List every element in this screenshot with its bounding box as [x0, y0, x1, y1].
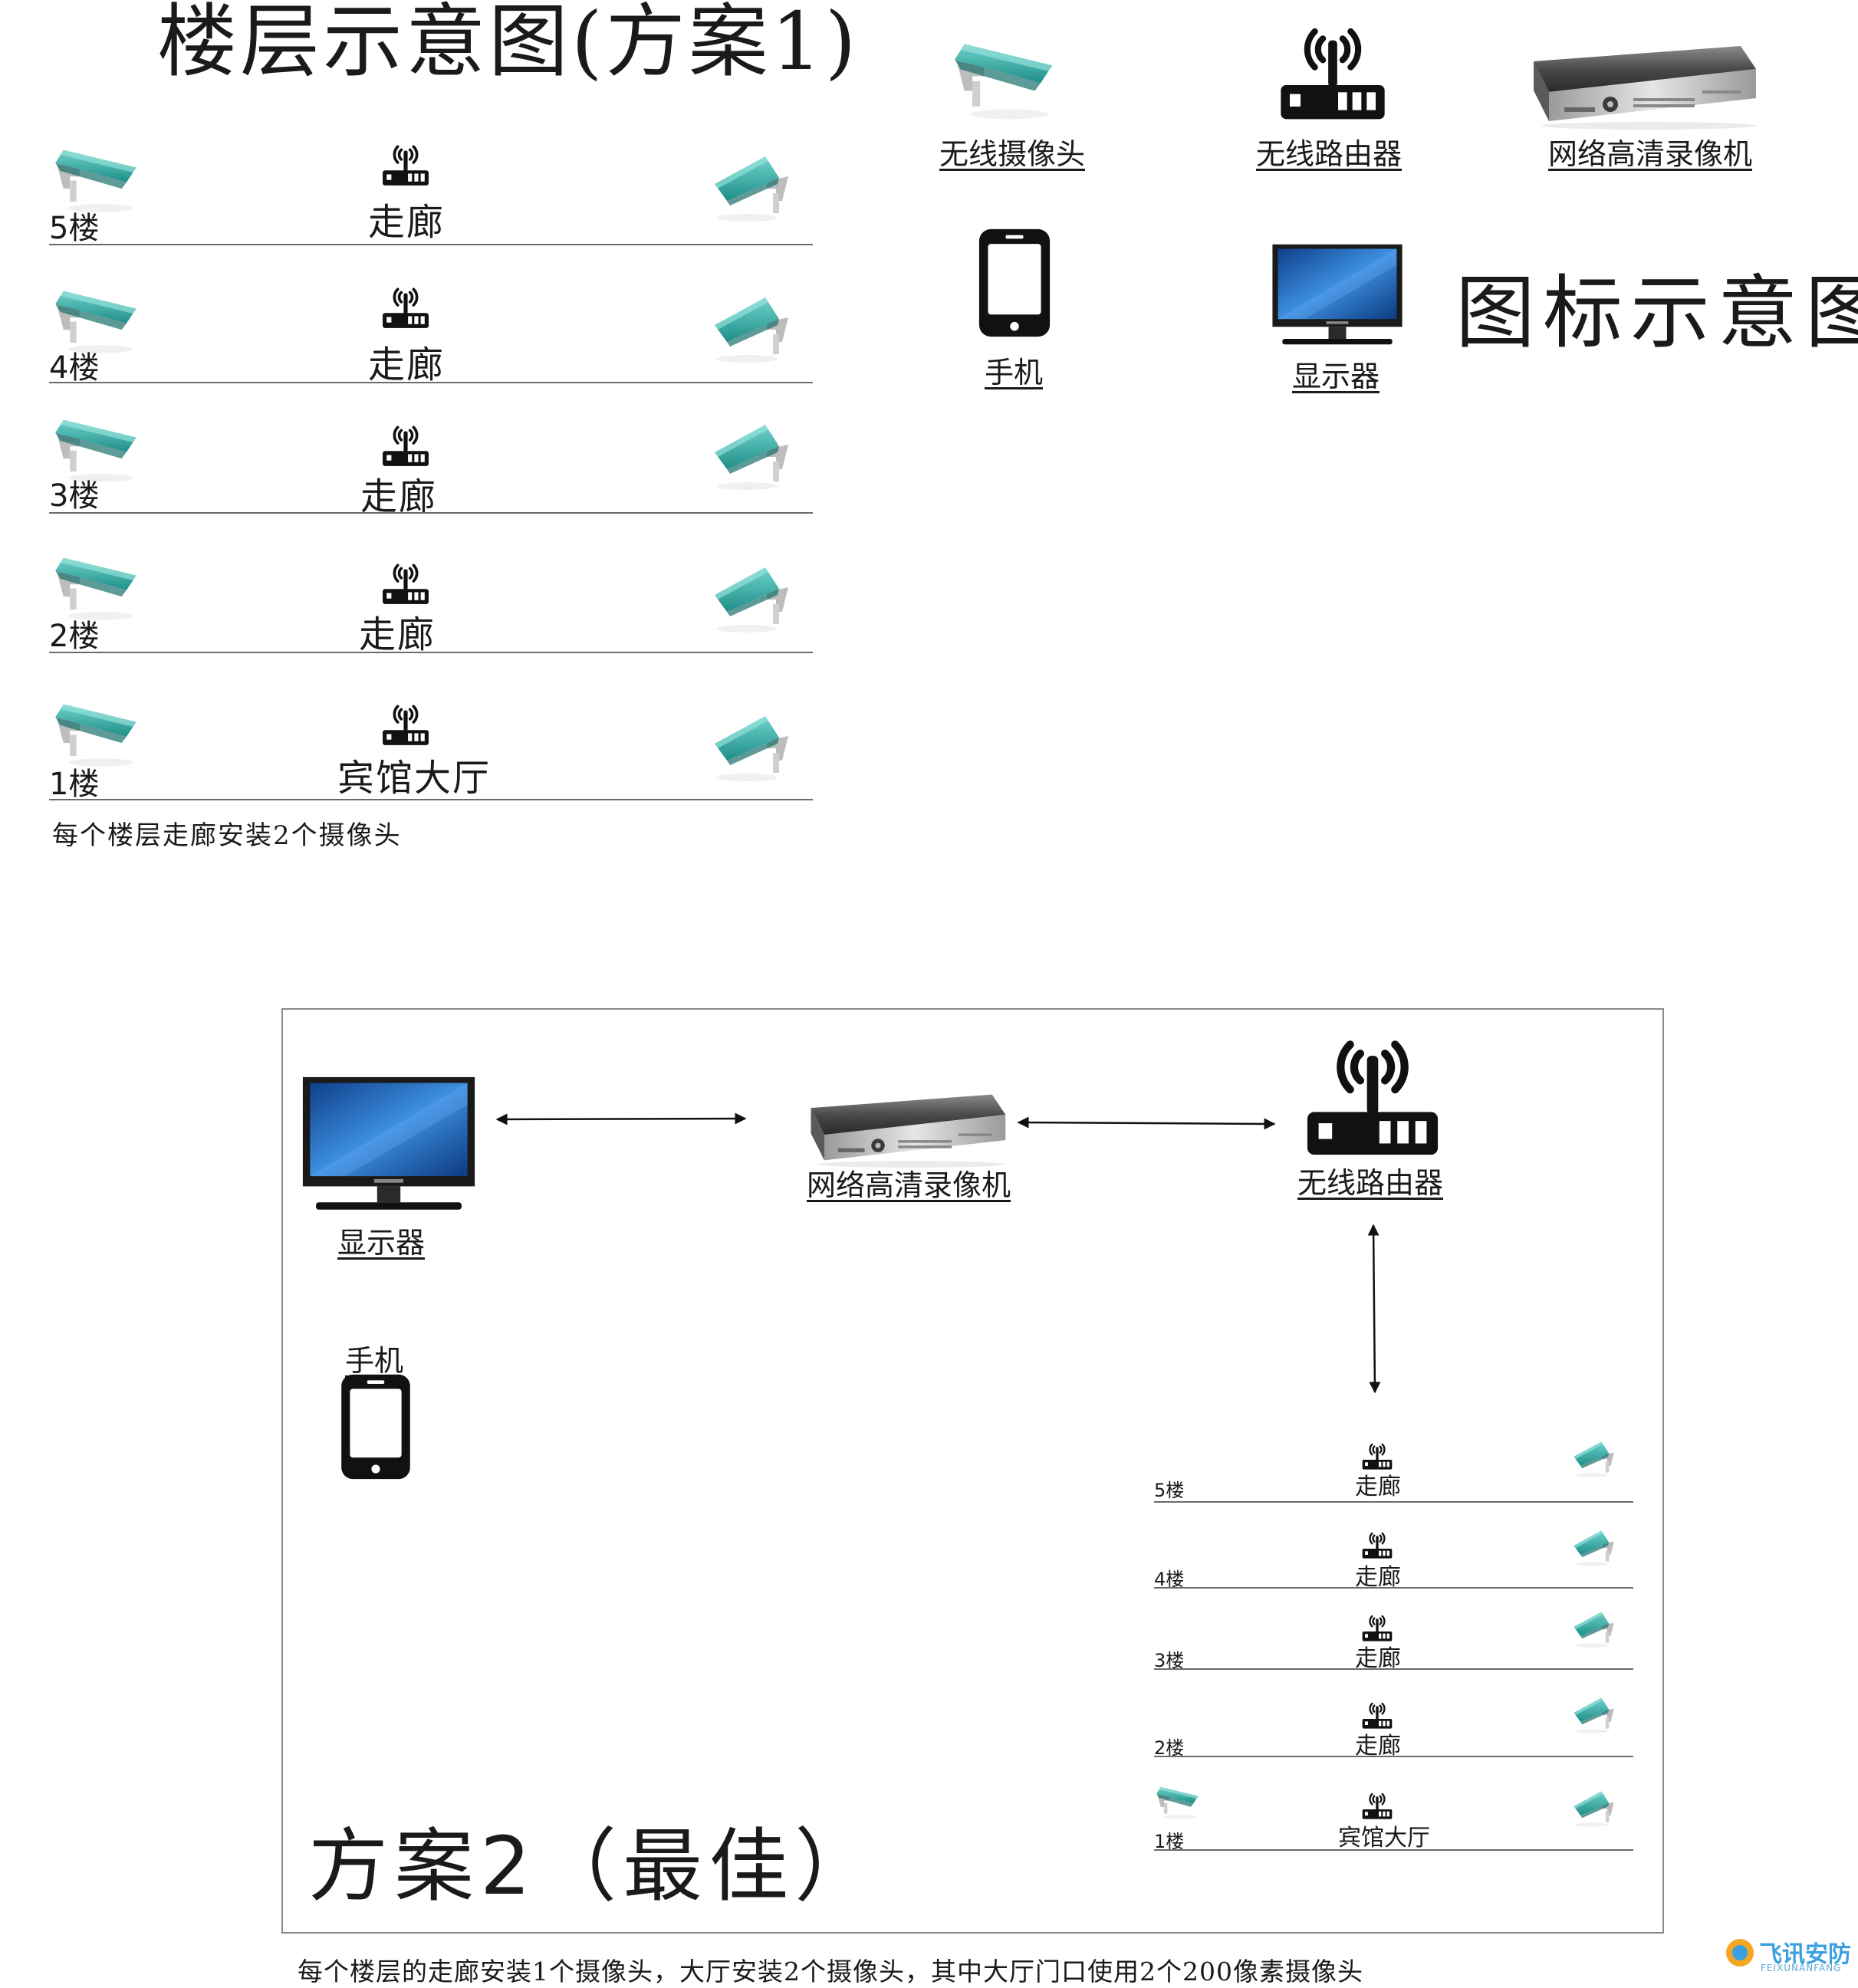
arrow-router-floors	[1367, 1224, 1381, 1394]
plan2-note: 每个楼层的走廊安装1个摄像头，大厅安装2个摄像头，其中大厅门口使用2个200像素…	[298, 1957, 1363, 1986]
legend-camera-label: 无线摄像头	[939, 137, 1086, 171]
floor-place-label: 走廊	[1355, 1645, 1401, 1672]
plan2-title: 方案2（最佳）	[308, 1819, 881, 1913]
camera-icon	[1155, 1777, 1201, 1820]
floor-divider	[1154, 1668, 1633, 1670]
floor-number: 2楼	[1154, 1737, 1185, 1759]
router-icon	[1362, 1789, 1393, 1820]
floor-place-label: 走廊	[1355, 1733, 1401, 1760]
legend-monitor-label: 显示器	[1291, 360, 1380, 393]
floor-number: 4楼	[1154, 1569, 1185, 1590]
legend-title: 图标示意图	[1455, 266, 1858, 360]
floor-number: 1楼	[1154, 1831, 1185, 1852]
legend-router-label: 无线路由器	[1255, 137, 1403, 171]
plan2-monitor-label: 显示器	[337, 1226, 426, 1260]
camera-icon	[1570, 1605, 1616, 1648]
watermark-sub: FEIXUNANFANG	[1761, 1963, 1842, 1973]
floor-place-label: 走廊	[1355, 1564, 1401, 1591]
router-icon	[1362, 1612, 1393, 1642]
watermark-name: 飞讯安防	[1759, 1941, 1851, 1968]
floor-number: 5楼	[49, 211, 100, 246]
floor-number: 4楼	[49, 350, 100, 386]
floor-divider	[1154, 1756, 1633, 1757]
camera-icon	[1570, 1524, 1616, 1567]
floor-number: 3楼	[1154, 1650, 1185, 1671]
floor-divider	[49, 244, 813, 245]
floor-number: 1楼	[49, 767, 100, 802]
plan2-phone-label: 手机	[344, 1344, 404, 1378]
floor-divider	[1154, 1849, 1633, 1851]
floor-divider	[1154, 1501, 1633, 1503]
router-icon	[1362, 1529, 1393, 1559]
legend-phone-label: 手机	[984, 356, 1044, 389]
floor-place-label: 宾馆大厅	[1338, 1825, 1430, 1852]
floor-place-label: 走廊	[367, 343, 446, 386]
router-icon	[1362, 1699, 1393, 1730]
plan2-nvr-label: 网络高清录像机	[806, 1168, 1011, 1202]
floor-divider	[1154, 1587, 1633, 1589]
floor-divider	[49, 799, 813, 800]
plan1-title: 楼层示意图(方案1)	[157, 0, 860, 88]
router-icon	[1362, 1440, 1393, 1470]
floor-number: 3楼	[49, 478, 100, 514]
floor-place-label: 走廊	[358, 613, 436, 656]
floor-divider	[49, 382, 813, 383]
plan2-frame	[281, 1008, 1664, 1934]
watermark-logo-icon	[1726, 1939, 1754, 1967]
camera-icon	[1570, 1691, 1616, 1734]
camera-icon	[1570, 1785, 1616, 1828]
floor-divider	[49, 652, 813, 653]
legend-nvr-label: 网络高清录像机	[1547, 137, 1753, 171]
plan2-router-label: 无线路由器	[1297, 1166, 1444, 1200]
floor-divider	[49, 512, 813, 514]
floor-number: 2楼	[49, 619, 100, 654]
floor-place-label: 走廊	[367, 201, 446, 244]
arrow-nvr-router	[1017, 1116, 1276, 1130]
floor-place-label: 宾馆大厅	[337, 757, 492, 800]
floor-place-label: 走廊	[1355, 1474, 1401, 1500]
floor-number: 5楼	[1154, 1480, 1185, 1501]
plan1-note: 每个楼层走廊安装2个摄像头	[52, 820, 402, 851]
floor-place-label: 走廊	[360, 475, 438, 518]
camera-icon	[1570, 1435, 1616, 1478]
